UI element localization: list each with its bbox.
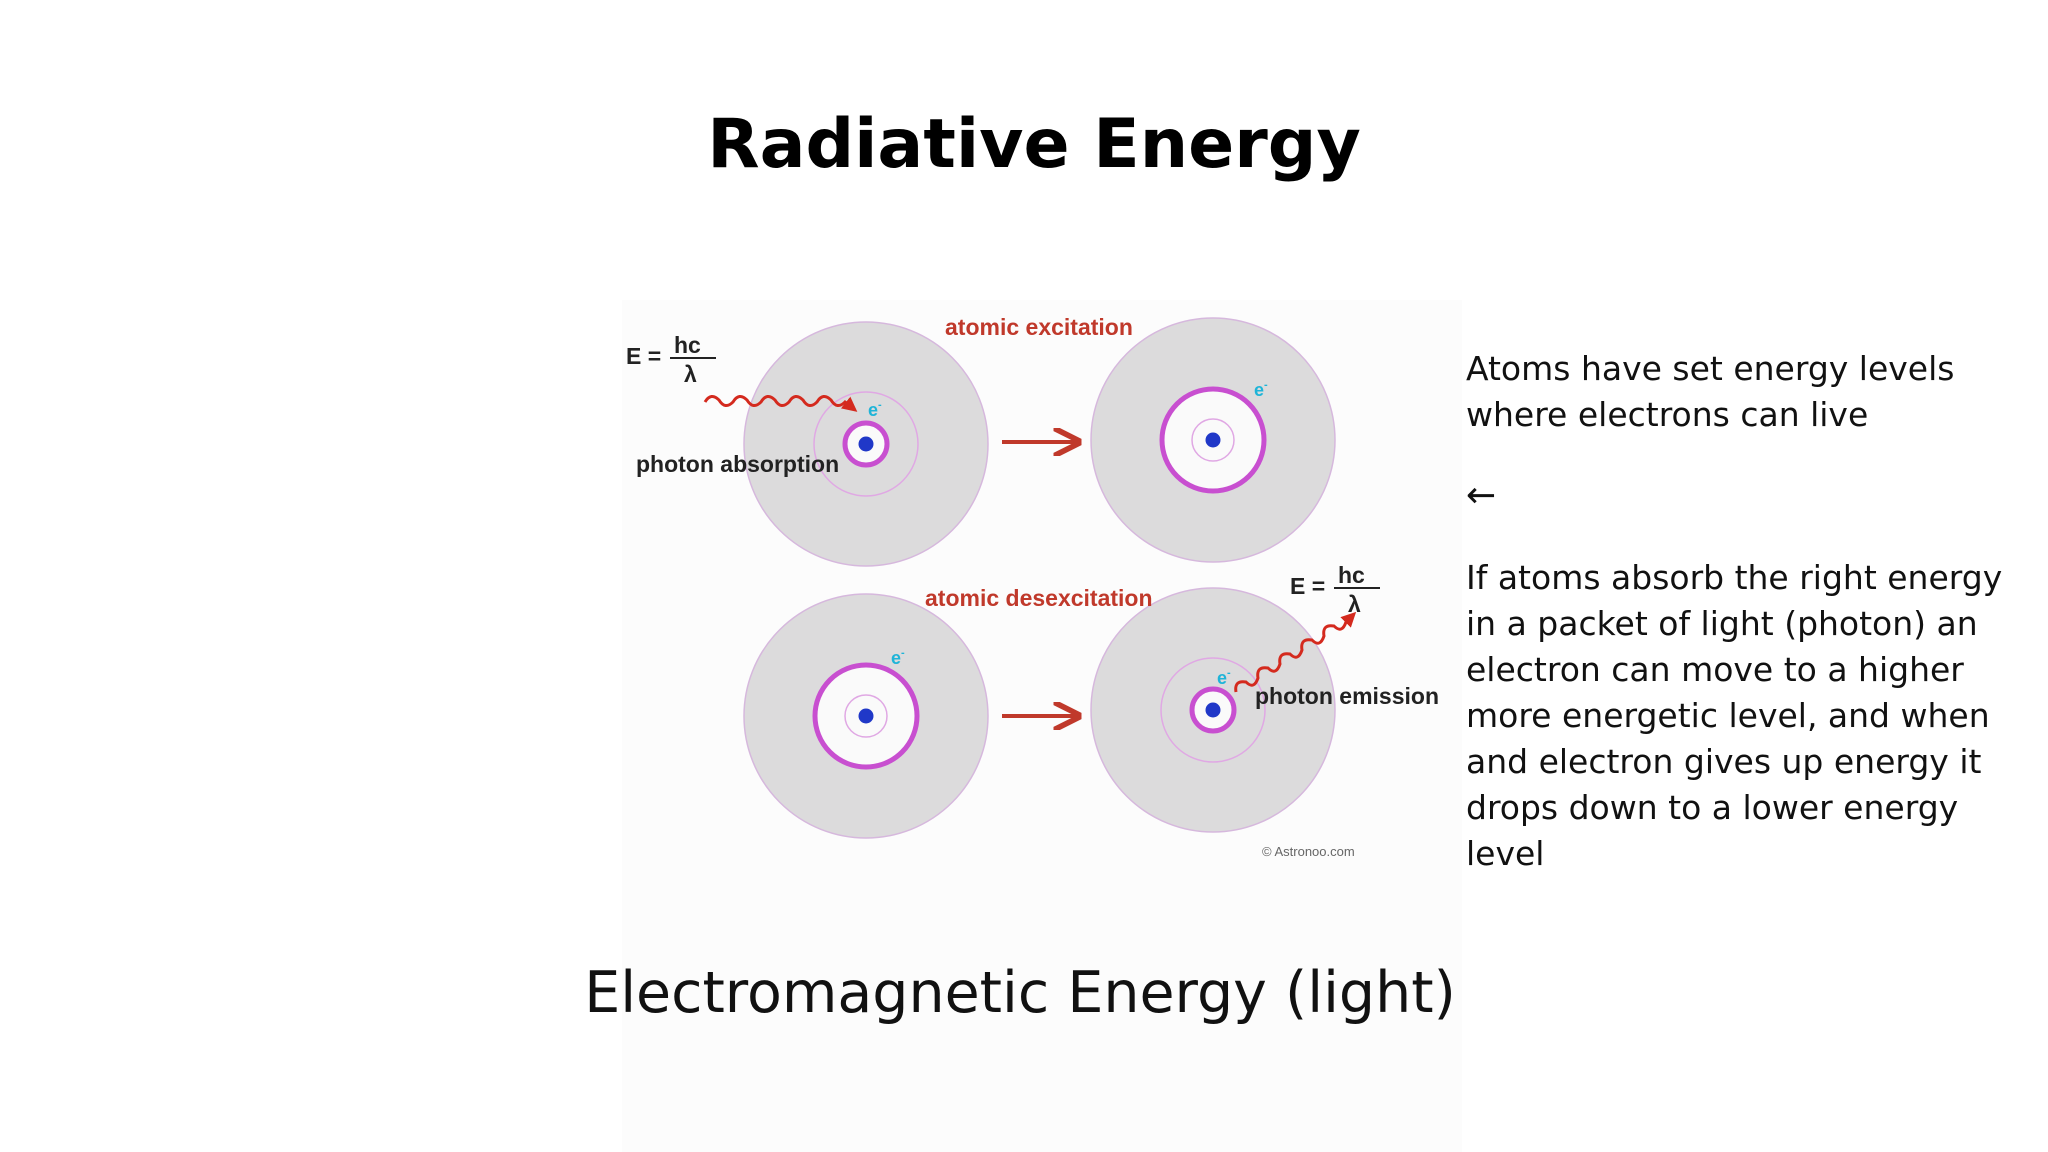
- absorption-emission-paragraph: If atoms absorb the right energy in a pa…: [1466, 558, 2003, 873]
- atom-ground-state-bottom: [1090, 587, 1336, 833]
- left-arrow-icon: ←: [1466, 475, 1497, 516]
- electron-label: e-: [891, 647, 905, 668]
- atom-ground-state-top: [743, 321, 989, 567]
- explanation-text: Atoms have set energy levels where elect…: [1466, 346, 2026, 877]
- svg-text:hc: hc: [674, 332, 701, 358]
- photon-energy-equation: E = hc λ: [1290, 562, 1380, 617]
- atomic-excitation-label: atomic excitation: [945, 314, 1133, 340]
- svg-text:E =: E =: [1290, 573, 1325, 599]
- electron-label: e-: [1254, 379, 1268, 400]
- atom-excited-state-bottom: [743, 593, 989, 839]
- photon-absorption-label: photon absorption: [636, 451, 839, 477]
- atom-excited-state-top: [1090, 317, 1336, 563]
- credit-label: © Astronoo.com: [1262, 844, 1355, 859]
- slide-subtitle: Electromagnetic Energy (light): [584, 960, 1456, 1026]
- electron-label: e-: [868, 399, 882, 420]
- photon-absorption-wave: [703, 395, 858, 412]
- electron-label: e-: [1217, 667, 1231, 688]
- slide-title: Radiative Energy: [707, 105, 1361, 184]
- nucleus: [858, 708, 874, 724]
- nucleus: [1205, 702, 1221, 718]
- photon-emission-label: photon emission: [1255, 683, 1439, 709]
- photon-emission-wave: [1234, 611, 1357, 693]
- svg-text:hc: hc: [1338, 562, 1365, 588]
- svg-text:λ: λ: [684, 361, 697, 387]
- nucleus: [858, 436, 874, 452]
- svg-text:E =: E =: [626, 343, 661, 369]
- photon-energy-equation: E = hc λ: [626, 332, 716, 387]
- nucleus: [1205, 432, 1221, 448]
- svg-text:λ: λ: [1348, 591, 1361, 617]
- energy-levels-paragraph: Atoms have set energy levels where elect…: [1466, 349, 1955, 434]
- atomic-desexcitation-label: atomic desexcitation: [925, 585, 1153, 611]
